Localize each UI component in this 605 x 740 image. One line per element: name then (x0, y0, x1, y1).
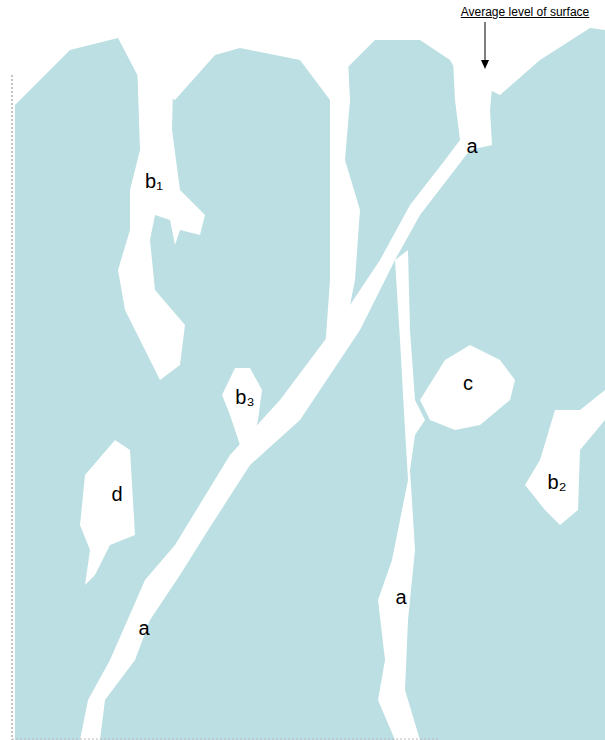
pore-label: a (395, 587, 406, 607)
surface-arrowhead (481, 60, 489, 69)
pore-branch (325, 0, 360, 350)
pore-label: c (463, 373, 473, 393)
pore-b1 (118, 0, 205, 380)
pore-b3 (222, 368, 262, 445)
surface-arrow (485, 22, 486, 62)
pore-a-channel (80, 0, 500, 740)
pore-a-vertical (378, 250, 425, 740)
pore-label: a (138, 618, 149, 638)
pore-b2 (525, 390, 605, 525)
pore-label: b₁ (145, 171, 163, 191)
pore-label: b₂ (548, 472, 567, 492)
left-boundary (12, 75, 13, 740)
pore-d (80, 440, 135, 585)
pore-label: d (111, 484, 122, 504)
pore-c (420, 345, 515, 430)
surface-note: Average level of surface (461, 6, 590, 18)
pore-label: a (466, 136, 477, 156)
pore-label: b₃ (235, 387, 254, 407)
bottom-boundary (12, 739, 440, 740)
